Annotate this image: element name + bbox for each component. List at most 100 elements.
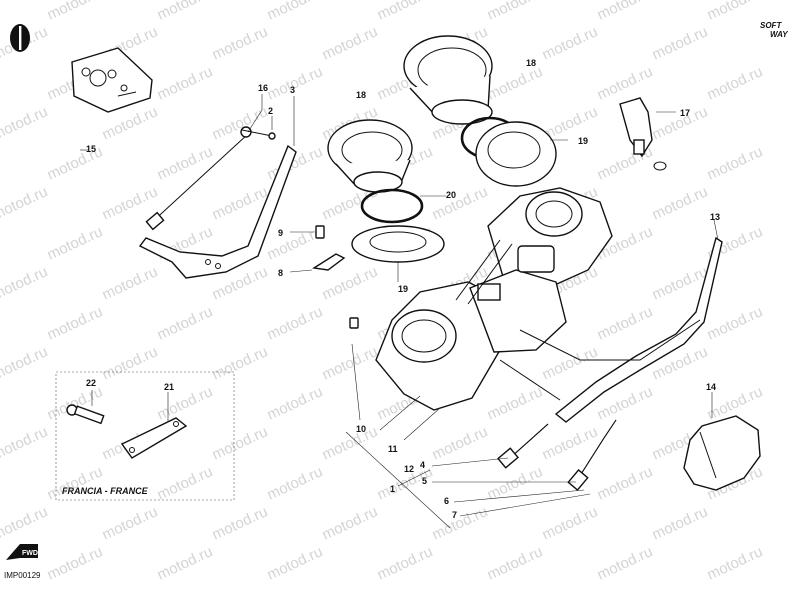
watermark-text: motod.ru: [320, 343, 381, 383]
watermark-text: motod.ru: [265, 0, 326, 24]
watermark-text: motod.ru: [45, 543, 106, 583]
watermark-text: motod.ru: [155, 143, 216, 183]
logo-icon: [10, 24, 30, 52]
callout-22: 22: [86, 378, 96, 388]
throttle-body-part: [375, 187, 613, 411]
watermark-text: motod.ru: [0, 103, 50, 143]
watermark-text: motod.ru: [155, 63, 216, 103]
callout-12: 12: [404, 464, 414, 474]
callout-21: 21: [164, 382, 174, 392]
callout-2: 2: [268, 106, 273, 116]
callout-18-left: 18: [356, 90, 366, 100]
watermark-text: motod.ru: [705, 543, 766, 583]
watermark-text: motod.ru: [430, 183, 491, 223]
watermark-text: motod.ru: [485, 543, 546, 583]
callout-19-bottom: 19: [398, 284, 408, 294]
watermark-text: motod.ru: [265, 143, 326, 183]
watermark-text: motod.ru: [210, 503, 271, 543]
watermark-text: motod.ru: [650, 183, 711, 223]
watermark-text: motod.ru: [210, 23, 271, 63]
callout-16: 16: [258, 83, 268, 93]
watermark-text: motod.ru: [265, 543, 326, 583]
callout-3: 3: [290, 85, 295, 95]
watermark-text: motod.ru: [210, 423, 271, 463]
watermark-text: motod.ru: [595, 543, 656, 583]
callout-18-top: 18: [526, 58, 536, 68]
callout-15: 15: [86, 144, 96, 154]
watermark-text: motod.ru: [430, 423, 491, 463]
cover-plate-part: [71, 47, 153, 113]
watermark-text: motod.ru: [485, 463, 546, 503]
watermark-text: motod.ru: [705, 303, 766, 343]
watermark-text: motod.ru: [100, 263, 161, 303]
callout-5: 5: [422, 476, 427, 486]
watermark-text: motod.ru: [540, 503, 601, 543]
brand-line2: WAY: [770, 30, 788, 39]
watermark-text: motod.ru: [155, 0, 216, 24]
fwd-label: FWD: [22, 550, 38, 557]
cover-part: [683, 415, 761, 491]
callout-1: 1: [390, 484, 395, 494]
callout-10: 10: [356, 424, 366, 434]
callout-19-right: 19: [578, 136, 588, 146]
watermark-text: motod.ru: [705, 63, 766, 103]
watermark-text: motod.ru: [45, 303, 106, 343]
watermark-text: motod.ru: [265, 303, 326, 343]
watermark-text: motod.ru: [155, 303, 216, 343]
watermark-text: motod.ru: [45, 143, 106, 183]
watermark-text: motod.ru: [210, 343, 271, 383]
inset-bracket-part: [120, 417, 188, 459]
watermark-text: motod.ru: [705, 143, 766, 183]
watermark-text: motod.ru: [595, 463, 656, 503]
callout-20: 20: [446, 190, 456, 200]
bracket-part: [138, 144, 297, 279]
watermark-text: motod.ru: [320, 503, 381, 543]
throttle-cable-part: [145, 126, 276, 231]
watermark-text: motod.ru: [0, 503, 50, 543]
watermark-text: motod.ru: [650, 23, 711, 63]
brand-logo: SOFT WAY: [760, 21, 788, 39]
watermark-text: motod.ru: [45, 463, 106, 503]
callout-4: 4: [420, 460, 425, 470]
watermark-text: motod.ru: [375, 543, 436, 583]
watermark-text: motod.ru: [0, 423, 50, 463]
watermark-text: motod.ru: [210, 103, 271, 143]
watermark-text: motod.ru: [0, 183, 50, 223]
watermark-text: motod.ru: [595, 63, 656, 103]
callout-14: 14: [706, 382, 716, 392]
callout-7: 7: [452, 510, 457, 520]
fwd-arrow-icon: FWD: [6, 544, 38, 560]
watermark-text: motod.ru: [485, 383, 546, 423]
watermark-text: motod.ru: [265, 463, 326, 503]
watermark-text: motod.ru: [0, 263, 50, 303]
callout-13: 13: [710, 212, 720, 222]
watermark-text: motod.ru: [100, 343, 161, 383]
brand-line1: SOFT: [760, 21, 782, 30]
watermark-text: motod.ru: [45, 0, 106, 24]
watermark-text: motod.ru: [45, 223, 106, 263]
intake-funnel-small-part: [327, 119, 413, 193]
watermark-text: motod.ru: [375, 0, 436, 24]
watermark-text: motod.ru: [320, 423, 381, 463]
watermark-text: motod.ru: [595, 303, 656, 343]
fuel-rail-part: [499, 236, 723, 423]
screw-part: [315, 225, 359, 329]
callout-8: 8: [278, 268, 283, 278]
watermark-text: motod.ru: [100, 503, 161, 543]
inset-bolt-part: [66, 404, 105, 425]
callout-6: 6: [444, 496, 449, 506]
watermark-text: motod.ru: [155, 543, 216, 583]
clip-part: [312, 253, 346, 271]
watermark-text: motod.ru: [0, 343, 50, 383]
intake-funnel-large-part: [403, 35, 493, 125]
watermark-text: motod.ru: [540, 23, 601, 63]
callout-17: 17: [680, 108, 690, 118]
watermark-text: motod.ru: [705, 0, 766, 24]
watermark-text: motod.ru: [485, 0, 546, 24]
callout-9: 9: [278, 228, 283, 238]
france-inset: 22 21 FRANCIA - FRANCE: [55, 371, 235, 501]
watermark-text: motod.ru: [595, 0, 656, 24]
watermark-text: motod.ru: [430, 503, 491, 543]
watermark-text: motod.ru: [485, 63, 546, 103]
